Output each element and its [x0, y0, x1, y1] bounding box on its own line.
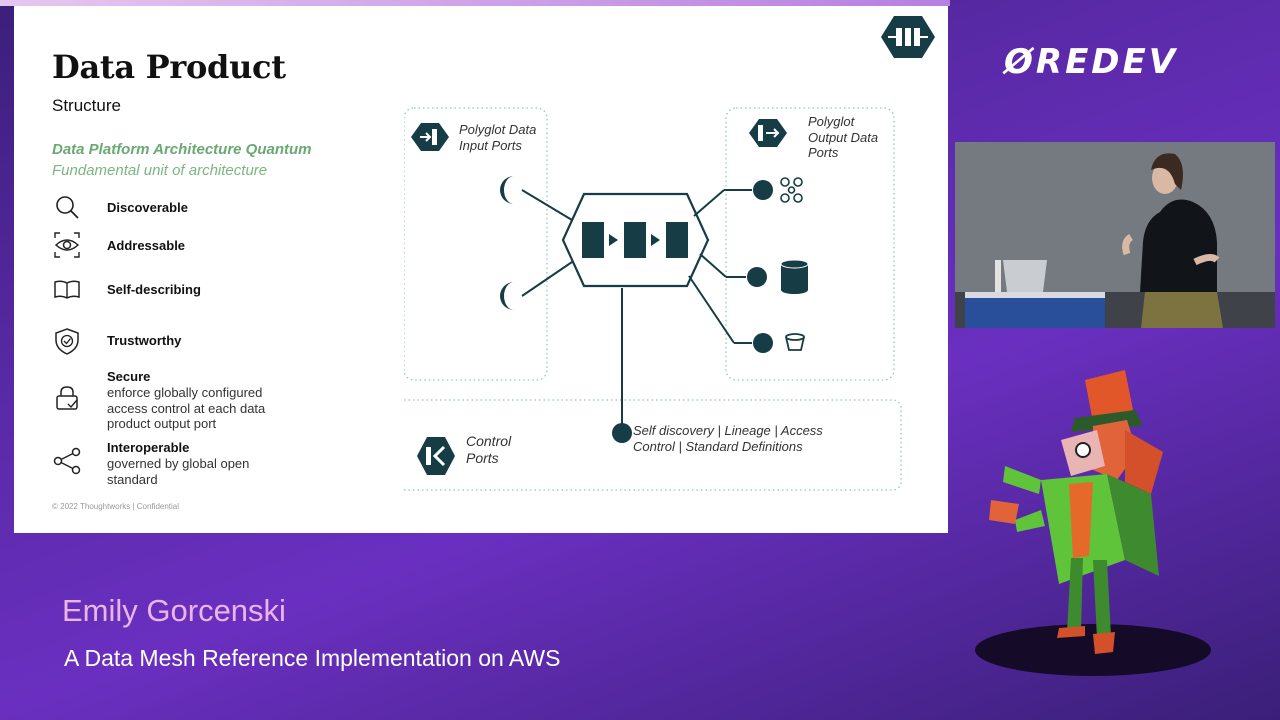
control-ports-description: Self discovery | Lineage | Access Contro… [633, 423, 823, 454]
feature-trustworthy: Trustworthy [107, 333, 182, 348]
feature-interoperable-desc: governed by global open standard [107, 456, 250, 487]
slide-subtitle: Structure [52, 96, 121, 115]
lock-icon [56, 386, 78, 410]
control-ports-label: Control Ports [466, 433, 512, 466]
data-product-diagram [404, 107, 902, 491]
magnifier-icon [56, 196, 79, 219]
feature-secure-desc: enforce globally configured access contr… [107, 385, 266, 431]
feature-addressable: Addressable [107, 238, 186, 253]
slide-title: Data Product [52, 48, 286, 86]
output-ports-label: Polyglot Output Data Ports [808, 114, 879, 160]
control-ports-box [404, 399, 902, 491]
data-product-hex-icon [881, 16, 935, 58]
output-port-icon [749, 119, 787, 147]
feature-discoverable: Discoverable [107, 200, 188, 215]
input-socket-2 [500, 282, 514, 310]
graph-format-icon [780, 177, 803, 203]
event-logo: ØREDEV [1004, 42, 1179, 82]
book-icon [54, 280, 80, 299]
share-icon [53, 447, 81, 475]
control-port-icon [417, 437, 455, 475]
presentation-slide: Data Product Structure Data Platform Arc… [14, 6, 948, 533]
feature-self-describing: Self-describing [107, 282, 201, 297]
input-ports-label: Polyglot Data Input Ports [459, 122, 537, 153]
feature-interoperable: Interoperable [107, 440, 190, 455]
feature-secure: Secure [107, 369, 151, 384]
database-format-icon [780, 259, 809, 294]
slide-footer: © 2022 Thoughtworks | Confidential [52, 502, 180, 511]
shield-check-icon [55, 328, 79, 355]
speaker-name: Emily Gorcenski [62, 593, 286, 628]
bucket-format-icon [785, 333, 805, 351]
talk-title: A Data Mesh Reference Implementation on … [64, 645, 561, 671]
speaker-video-feed [955, 142, 1275, 328]
input-socket-1 [500, 176, 514, 204]
speaker-video-image [955, 142, 1275, 328]
quantum-subtitle: Fundamental unit of architecture [52, 162, 268, 179]
mascot-illustration [975, 370, 1211, 676]
top-accent-bar [0, 0, 950, 6]
input-port-icon [411, 123, 449, 151]
output-ports-box [725, 107, 895, 381]
eye-icon [54, 232, 80, 258]
quantum-title: Data Platform Architecture Quantum [52, 141, 312, 158]
